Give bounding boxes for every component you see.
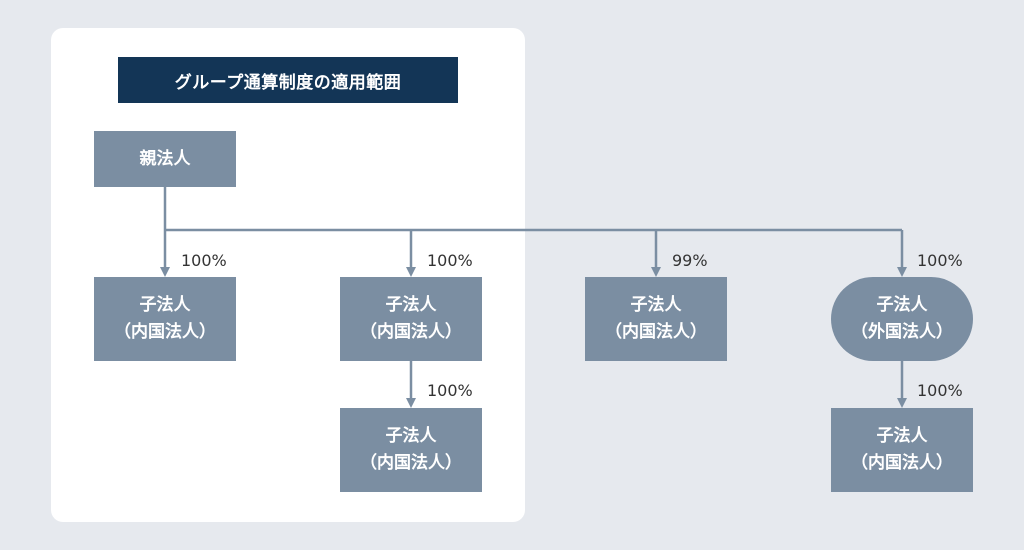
ownership-percent-sub3: 99% bbox=[672, 251, 708, 270]
grandchild-2-type: （内国法人） bbox=[360, 453, 462, 473]
ownership-percent-gc2: 100% bbox=[427, 381, 473, 400]
parent-company-box: 親法人 bbox=[94, 131, 236, 187]
subsidiary-box-2: 子法人 （内国法人） bbox=[340, 277, 482, 361]
ownership-percent-sub2: 100% bbox=[427, 251, 473, 270]
grandchild-box-2: 子法人 （内国法人） bbox=[340, 408, 482, 492]
ownership-percent-sub4: 100% bbox=[917, 251, 963, 270]
subsidiary-box-4-foreign: 子法人 （外国法人） bbox=[831, 277, 973, 361]
scope-title: グループ通算制度の適用範囲 bbox=[118, 57, 458, 103]
parent-company-label: 親法人 bbox=[139, 148, 191, 169]
subsidiary-2-type: （内国法人） bbox=[360, 322, 462, 342]
grandchild-4-type: （内国法人） bbox=[851, 453, 953, 473]
ownership-percent-sub1: 100% bbox=[181, 251, 227, 270]
subsidiary-box-1: 子法人 （内国法人） bbox=[94, 277, 236, 361]
grandchild-4-name: 子法人 bbox=[876, 426, 928, 446]
grandchild-2-name: 子法人 bbox=[385, 426, 437, 446]
subsidiary-4-type: （外国法人） bbox=[851, 322, 953, 342]
subsidiary-2-name: 子法人 bbox=[385, 295, 437, 315]
subsidiary-4-name: 子法人 bbox=[876, 295, 928, 315]
subsidiary-box-3: 子法人 （内国法人） bbox=[585, 277, 727, 361]
subsidiary-1-type: （内国法人） bbox=[114, 322, 216, 342]
subsidiary-1-name: 子法人 bbox=[139, 295, 191, 315]
subsidiary-3-type: （内国法人） bbox=[605, 322, 707, 342]
ownership-percent-gc4: 100% bbox=[917, 381, 963, 400]
subsidiary-3-name: 子法人 bbox=[630, 295, 682, 315]
grandchild-box-4: 子法人 （内国法人） bbox=[831, 408, 973, 492]
